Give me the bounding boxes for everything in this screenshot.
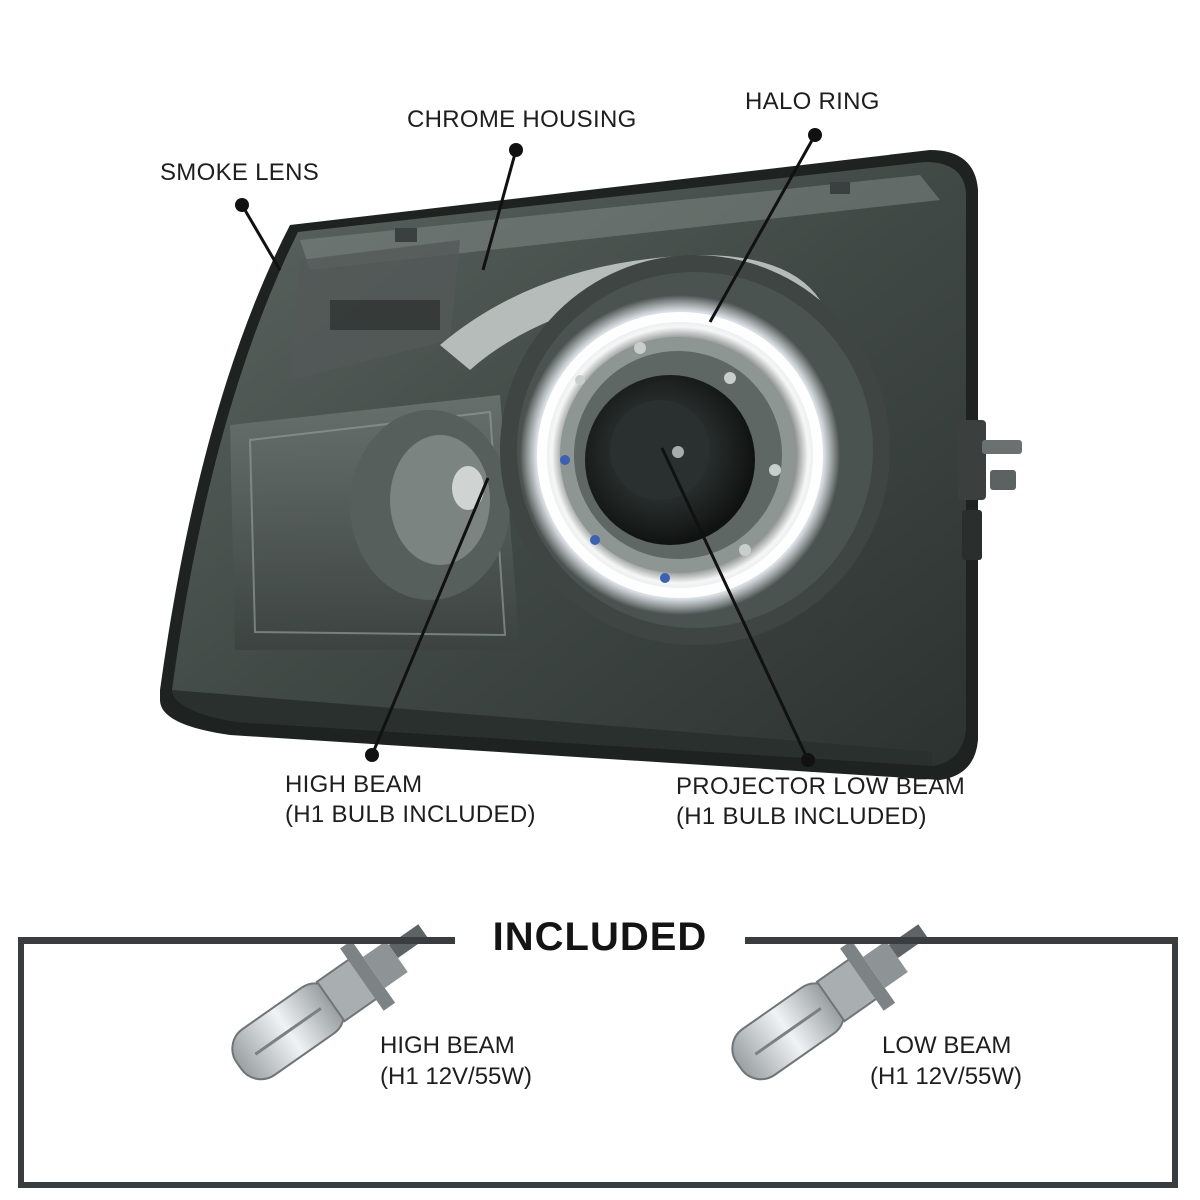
high-beam-callout: HIGH BEAM (H1 BULB INCLUDED) bbox=[285, 770, 536, 830]
included-title: INCLUDED bbox=[492, 915, 708, 959]
callout-lines bbox=[235, 128, 822, 767]
headlight-housing bbox=[160, 150, 1022, 780]
included-box-top-left-border bbox=[18, 937, 455, 944]
projector-low-beam-callout-line1: PROJECTOR LOW BEAM bbox=[676, 773, 965, 800]
chrome-housing-label: CHROME HOUSING bbox=[407, 106, 637, 133]
high-beam-callout-line2: (H1 BULB INCLUDED) bbox=[285, 801, 536, 828]
included-box bbox=[18, 940, 1178, 1188]
included-item-high-beam: HIGH BEAM (H1 12V/55W) bbox=[380, 1030, 532, 1092]
included-item-low-beam-line2: (H1 12V/55W) bbox=[870, 1063, 1023, 1090]
projector-low-beam-callout: PROJECTOR LOW BEAM (H1 BULB INCLUDED) bbox=[676, 772, 965, 832]
included-item-high-beam-line1: HIGH BEAM bbox=[380, 1032, 515, 1059]
included-item-low-beam-line1: LOW BEAM bbox=[882, 1032, 1012, 1059]
high-beam-callout-line1: HIGH BEAM bbox=[285, 771, 423, 798]
projector-low-beam-callout-line2: (H1 BULB INCLUDED) bbox=[676, 803, 927, 830]
included-box-top-right-border bbox=[745, 937, 1178, 944]
included-item-low-beam: LOW BEAM (H1 12V/55W) bbox=[870, 1030, 1022, 1092]
included-item-high-beam-line2: (H1 12V/55W) bbox=[380, 1063, 533, 1090]
low-beam-bulb-icon bbox=[731, 924, 928, 1081]
smoke-lens-label: SMOKE LENS bbox=[160, 159, 320, 186]
halo-ring-label: HALO RING bbox=[745, 88, 880, 115]
high-beam-bulb-icon bbox=[231, 924, 428, 1081]
